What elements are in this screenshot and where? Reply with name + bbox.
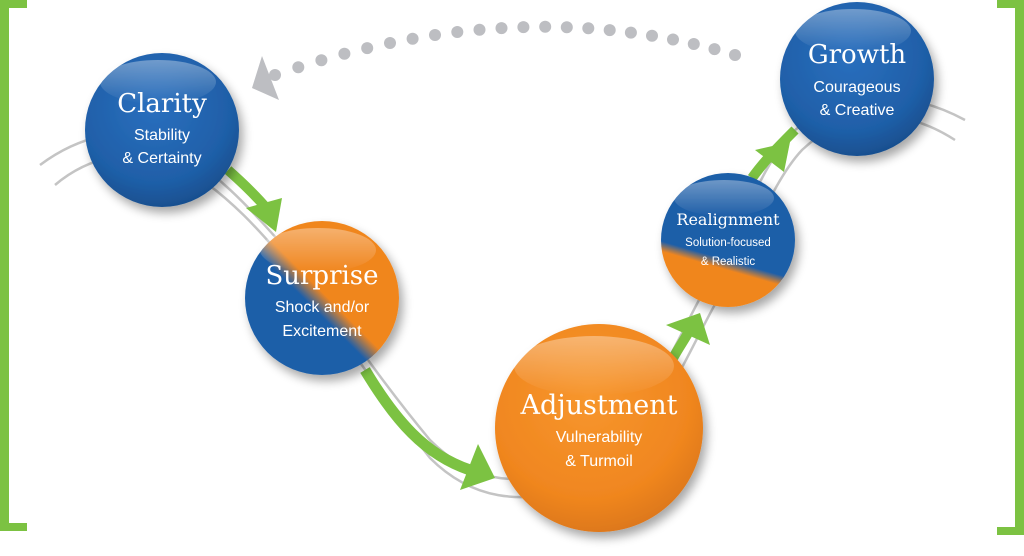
- return-dot: [338, 47, 351, 60]
- return-dot: [429, 29, 441, 41]
- stage-adjustment: Adjustment Vulnerability & Turmoil: [495, 324, 703, 532]
- return-dot: [539, 20, 552, 33]
- stage-subtitle-line1: Stability: [134, 127, 190, 144]
- return-dot: [582, 22, 595, 35]
- return-dot: [667, 33, 679, 46]
- return-dot: [451, 26, 464, 38]
- stage-title: Surprise: [265, 261, 378, 291]
- arrow-adjustment-to-realignment: [666, 313, 710, 363]
- stage-subtitle-line2: & Turmoil: [565, 453, 633, 470]
- stage-realignment: Realignment Solution-focused & Realistic: [661, 173, 795, 307]
- stage-title: Realignment: [676, 210, 780, 229]
- stage-surprise: Surprise Shock and/or Excitement: [245, 221, 399, 375]
- stage-title: Adjustment: [519, 390, 677, 421]
- return-dot: [729, 49, 741, 61]
- dotted-return-arrow: [269, 20, 741, 81]
- return-dot: [624, 26, 637, 39]
- stage-clarity: Clarity Stability & Certainty: [85, 53, 239, 207]
- return-dot: [495, 22, 508, 35]
- stage-subtitle-line1: Shock and/or: [275, 299, 370, 316]
- stage-subtitle-line2: Excitement: [282, 323, 362, 340]
- left-bracket: [0, 0, 27, 531]
- arrow-realignment-to-growth: [747, 126, 799, 181]
- stage-subtitle-line1: Solution-focused: [685, 237, 771, 249]
- return-dot: [708, 43, 721, 56]
- return-dot: [603, 24, 616, 37]
- return-dot: [687, 38, 700, 50]
- return-dot: [361, 42, 374, 55]
- return-dot: [315, 54, 328, 67]
- return-dot: [292, 61, 305, 74]
- stage-subtitle-line1: Vulnerability: [556, 429, 643, 446]
- return-dot: [384, 37, 396, 49]
- return-dot: [517, 21, 530, 34]
- stage-subtitle-line2: & Realistic: [701, 256, 756, 268]
- right-bracket: [997, 0, 1024, 535]
- stage-subtitle-line2: & Creative: [820, 102, 895, 119]
- return-dot: [406, 32, 419, 45]
- return-dot: [473, 23, 486, 36]
- stage-subtitle-line2: & Certainty: [122, 150, 201, 167]
- stage-subtitle-line1: Courageous: [813, 79, 900, 96]
- return-dot: [646, 29, 658, 42]
- return-dot: [560, 21, 573, 34]
- arrow-surprise-to-adjustment: [360, 367, 495, 490]
- arrow-clarity-to-surprise: [224, 166, 282, 232]
- stage-growth: Growth Courageous & Creative: [780, 2, 934, 156]
- stage-title: Growth: [808, 40, 907, 70]
- stage-title: Clarity: [117, 89, 207, 119]
- return-arrowhead: [252, 56, 279, 100]
- return-dot: [269, 69, 281, 81]
